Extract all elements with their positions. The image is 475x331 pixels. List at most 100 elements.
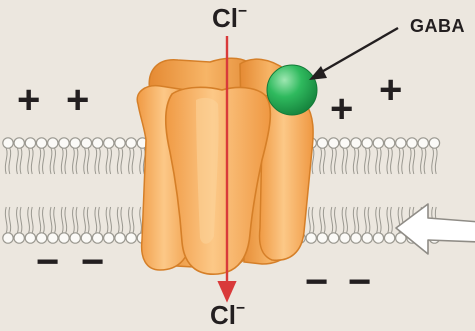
- lipid-tail: [73, 207, 75, 233]
- lipid-tail: [65, 207, 67, 233]
- lipid-head: [340, 138, 350, 148]
- lipid-tail: [84, 207, 86, 233]
- lipid-head: [81, 138, 91, 148]
- lipid-tail: [9, 148, 11, 174]
- lipid-head: [126, 233, 136, 243]
- lipid-tail: [365, 207, 367, 233]
- lipid-tail: [365, 148, 367, 174]
- lipid-tail: [61, 148, 63, 174]
- lipid-tail: [132, 148, 134, 174]
- lipid-tail: [140, 148, 142, 174]
- lipid-tail: [50, 148, 52, 174]
- lipid-tail: [342, 207, 344, 233]
- lipid-tail: [132, 207, 134, 233]
- negative-charge-sign: −: [81, 242, 104, 282]
- lipid-head: [306, 233, 316, 243]
- lipid-tail: [402, 148, 404, 174]
- lipid-tail: [28, 207, 30, 233]
- lipid-tail: [76, 207, 78, 233]
- lipid-head: [362, 233, 372, 243]
- lipid-head: [92, 138, 102, 148]
- lipid-tail: [387, 207, 389, 233]
- lipid-head: [317, 233, 327, 243]
- lipid-tail: [95, 148, 97, 174]
- chloride-label-intracellular: Cl−: [210, 302, 245, 328]
- positive-charge-sign: +: [330, 89, 353, 129]
- lipid-tail: [320, 207, 322, 233]
- lipid-tail: [31, 207, 33, 233]
- lipid-head: [384, 138, 394, 148]
- lipid-tail: [387, 148, 389, 174]
- lipid-tail: [76, 148, 78, 174]
- lipid-head: [3, 233, 13, 243]
- lipid-head: [328, 138, 338, 148]
- lipid-head: [351, 138, 361, 148]
- lipid-head: [362, 138, 372, 148]
- lipid-head: [396, 138, 406, 148]
- lipid-tail: [87, 148, 89, 174]
- lipid-tail: [28, 148, 30, 174]
- lipid-tail: [353, 148, 355, 174]
- lipid-tail: [432, 148, 434, 174]
- lipid-head: [14, 138, 24, 148]
- lipid-tail: [117, 207, 119, 233]
- lipid-tail: [43, 148, 45, 174]
- lipid-tail: [54, 148, 56, 174]
- lipid-tail: [320, 148, 322, 174]
- lipid-tail: [312, 207, 314, 233]
- lipid-head: [328, 233, 338, 243]
- lipid-tail: [106, 207, 108, 233]
- lipid-tail: [331, 148, 333, 174]
- lipid-head: [48, 138, 58, 148]
- lipid-head: [70, 233, 80, 243]
- lipid-tail: [95, 207, 97, 233]
- lipid-tail: [379, 148, 381, 174]
- lipid-tail: [87, 207, 89, 233]
- lipid-tail: [424, 148, 426, 174]
- lipid-tail: [353, 207, 355, 233]
- lipid-tail: [379, 207, 381, 233]
- positive-charge-sign: +: [379, 70, 402, 110]
- lipid-tail: [17, 207, 19, 233]
- lipid-tail: [121, 207, 123, 233]
- lipid-tail: [17, 148, 19, 174]
- gaba-label: GABA: [410, 17, 465, 35]
- lipid-tail: [73, 148, 75, 174]
- lipid-tail: [421, 148, 423, 174]
- lipid-tail: [20, 207, 22, 233]
- lipid-tail: [129, 148, 131, 174]
- lipid-tail: [61, 207, 63, 233]
- lipid-tail: [323, 207, 325, 233]
- lipid-tail: [335, 148, 337, 174]
- positive-charge-sign: +: [66, 80, 89, 120]
- lipid-head: [59, 138, 69, 148]
- lipid-head: [115, 138, 125, 148]
- lipid-head: [373, 233, 383, 243]
- lipid-head: [407, 138, 417, 148]
- positive-charge-sign: +: [17, 80, 40, 120]
- lipid-head: [384, 233, 394, 243]
- lipid-tail: [43, 207, 45, 233]
- lipid-tail: [140, 207, 142, 233]
- lipid-tail: [368, 148, 370, 174]
- lipid-tail: [110, 148, 112, 174]
- lipid-tail: [368, 207, 370, 233]
- lipid-tail: [54, 207, 56, 233]
- lipid-tail: [342, 148, 344, 174]
- lipid-head: [115, 233, 125, 243]
- lipid-head: [351, 233, 361, 243]
- lipid-tail: [309, 207, 311, 233]
- lipid-head: [25, 233, 35, 243]
- lipid-tail: [50, 207, 52, 233]
- lipid-tail: [346, 148, 348, 174]
- lipid-tail: [391, 148, 393, 174]
- lipid-head: [25, 138, 35, 148]
- lipid-tail: [121, 148, 123, 174]
- lipid-tail: [99, 207, 101, 233]
- lipid-tail: [106, 148, 108, 174]
- lipid-tail: [84, 148, 86, 174]
- lipid-head: [104, 138, 114, 148]
- lipid-head: [3, 138, 13, 148]
- lipid-tail: [129, 207, 131, 233]
- lipid-head: [373, 138, 383, 148]
